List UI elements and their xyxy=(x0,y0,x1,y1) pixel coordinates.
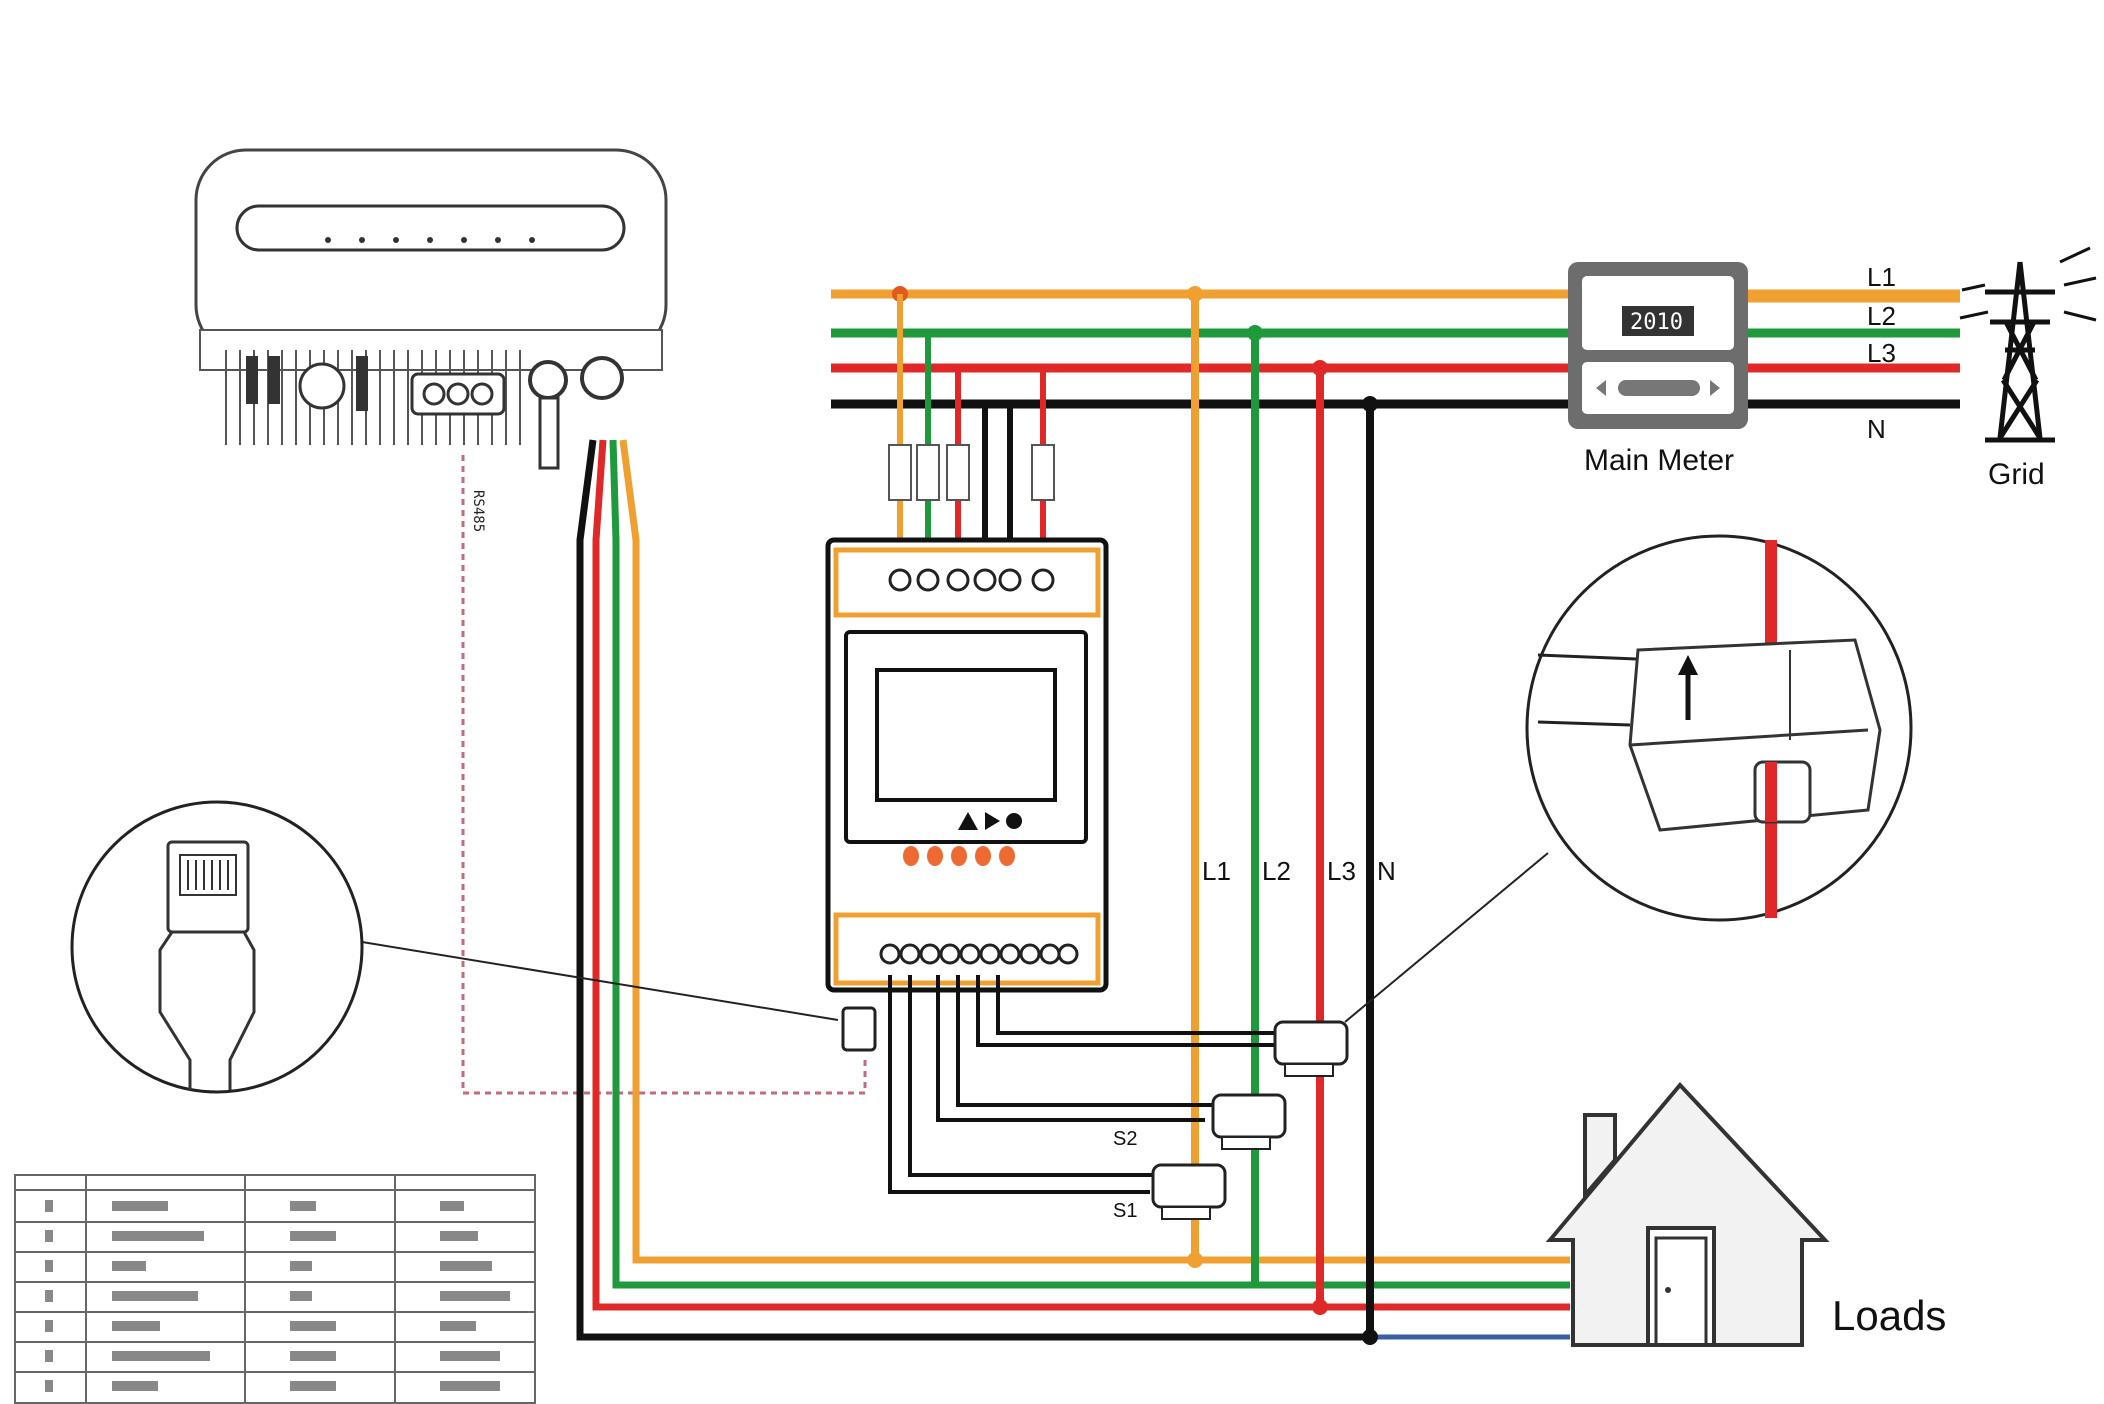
svg-text:RS485: RS485 xyxy=(470,490,486,532)
grid-label: Grid xyxy=(1988,458,2045,491)
loads-label: Loads xyxy=(1832,1292,1946,1339)
house-icon xyxy=(1545,1081,1830,1347)
inverter-cable-l3 xyxy=(592,439,1570,1311)
bus-label-l2: L2 xyxy=(1262,856,1291,886)
ct-clamp-l1 xyxy=(1151,1163,1227,1220)
main-meter-readout: 2010 xyxy=(1630,310,1683,335)
rj45-connector-icon xyxy=(70,800,364,1094)
grid-label-l2: L2 xyxy=(1867,301,1896,331)
main-meter-icon: 2010 xyxy=(1568,262,1748,429)
ct-clamp-icon xyxy=(1525,534,1913,922)
grid-label-l3: L3 xyxy=(1867,338,1896,368)
pin-table xyxy=(14,1174,536,1404)
inverter-cable-l1 xyxy=(619,439,1570,1264)
ct-label-s1: S1 xyxy=(1113,1200,1137,1222)
inverter-cable-n xyxy=(576,439,1370,1341)
rj45-port-icon xyxy=(841,1006,877,1052)
inverter-cable-l2 xyxy=(609,439,1570,1289)
grid-label-n: N xyxy=(1867,414,1886,444)
ct-label-s2: S2 xyxy=(1113,1128,1137,1150)
ct-clamp-l2 xyxy=(1211,1093,1287,1150)
grid-bus xyxy=(831,289,1960,409)
energy-meter-icon xyxy=(825,537,1109,993)
inverter xyxy=(194,148,668,470)
inverter-body-icon xyxy=(194,148,668,357)
main-meter-label: Main Meter xyxy=(1584,444,1734,477)
pylon-icon xyxy=(1959,246,2097,443)
rs485-dashed-cable xyxy=(461,455,867,1095)
ct-clamp-l3 xyxy=(1273,1020,1349,1077)
bus-label-l3: L3 xyxy=(1327,856,1356,886)
bus-label-l1: L1 xyxy=(1202,856,1231,886)
inverter-display-icon xyxy=(235,204,626,252)
bus-label-n: N xyxy=(1377,856,1396,886)
grid-label-l1: L1 xyxy=(1867,262,1896,292)
